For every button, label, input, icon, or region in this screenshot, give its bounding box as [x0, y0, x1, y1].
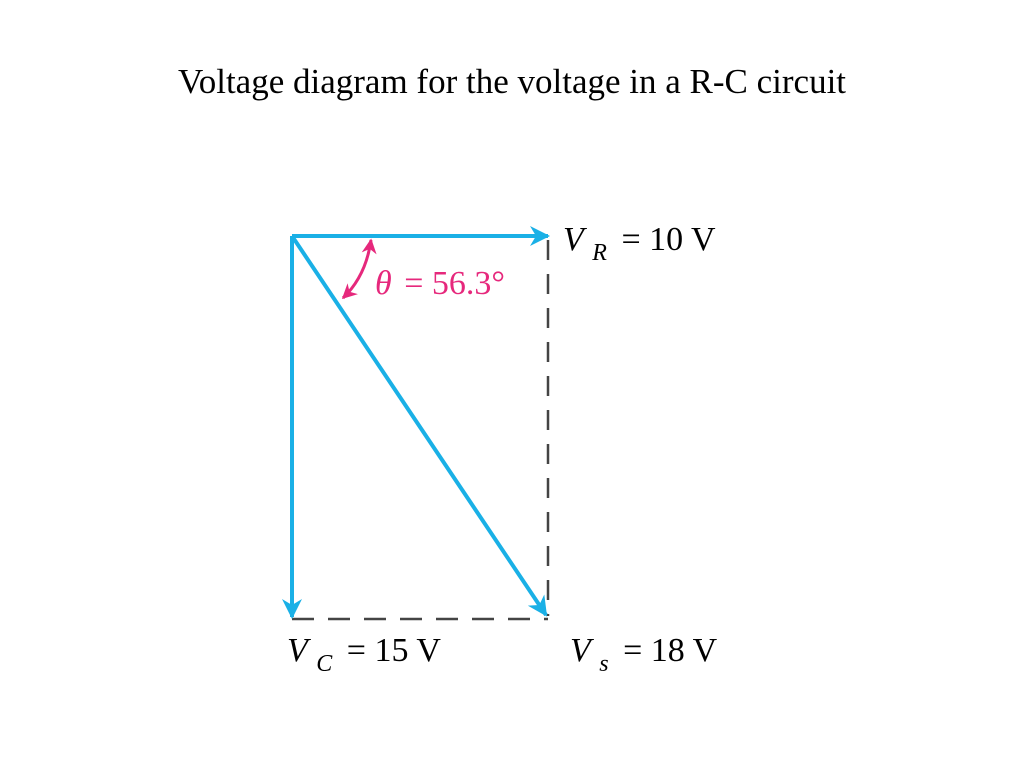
vr-value-text: = 10 V [621, 221, 716, 258]
angle-arc-arrow [341, 238, 377, 300]
vs-symbol: V [570, 632, 595, 669]
vr-label: V R = 10 V [563, 221, 716, 268]
vs-value-text: = 18 V [623, 632, 718, 669]
vc-label: V C = 15 V [287, 632, 441, 679]
vc-value-text: = 15 V [347, 632, 442, 669]
slide-title: Voltage diagram for the voltage in a R-C… [177, 62, 847, 101]
vs-phasor-arrow [290, 234, 548, 617]
vr-subscript: R [591, 240, 607, 266]
angle-label: θ = 56.3° [375, 265, 505, 302]
angle-symbol: θ [375, 265, 392, 302]
vc-subscript: C [316, 651, 333, 677]
angle-value-text: = 56.3° [404, 265, 505, 302]
vc-symbol: V [287, 632, 312, 669]
vs-subscript: s [599, 651, 608, 677]
vs-label: V s = 18 V [570, 632, 718, 679]
vr-symbol: V [563, 221, 588, 258]
